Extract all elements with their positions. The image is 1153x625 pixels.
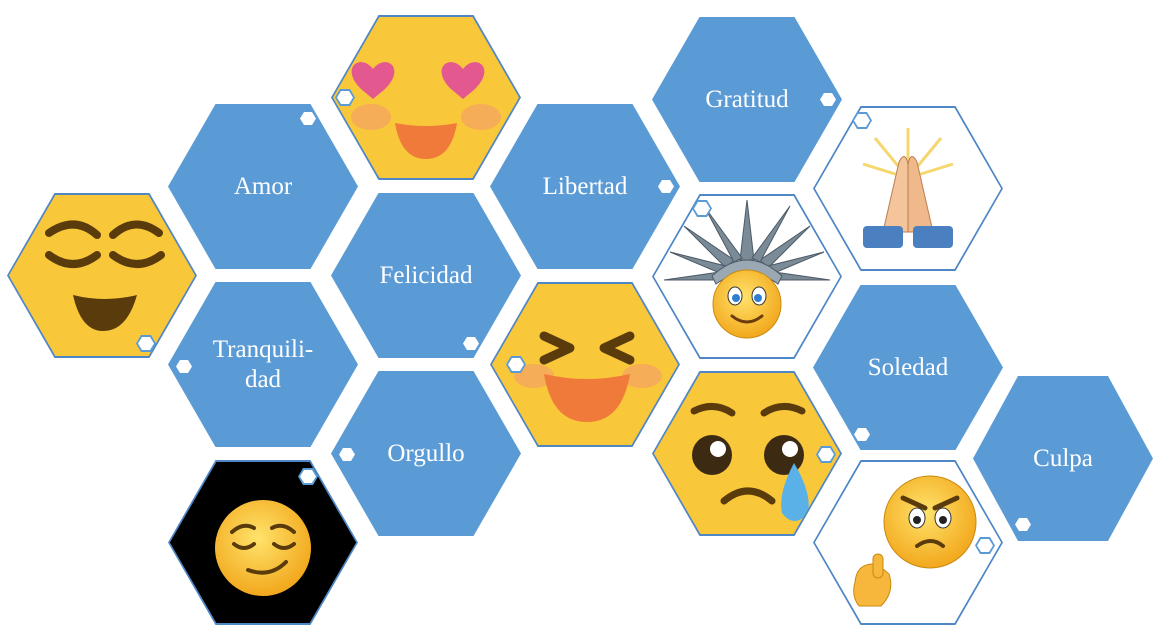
small-hexagon-icon [852,426,872,443]
crying-face-emoji-icon [654,373,840,534]
hex-orgullo: Orgullo [331,371,521,536]
hex-gratitud: Gratitud [652,17,842,182]
small-hexagon-icon [298,110,318,127]
smirking-face-emoji-icon [170,462,356,623]
praying-hands-emoji-icon [815,108,1001,269]
hex-tranquilidad: Tranquili- dad [168,282,358,447]
hex-label-amor: Amor [233,172,293,200]
small-hexagon-icon [852,112,872,129]
hex-image-gratitude [813,106,1003,271]
hex-image-sad [652,371,842,536]
hex-label-tranquilidad-line2: dad [244,365,282,393]
hex-libertad: Libertad [490,104,680,269]
small-hexagon-icon [692,200,712,217]
hex-image-love [331,15,521,180]
hex-image-liberty [652,194,842,359]
small-hexagon-icon [335,89,355,106]
small-hexagon-icon [174,358,194,375]
hex-label-soledad: Soledad [867,353,949,381]
hex-amor: Amor [168,104,358,269]
small-hexagon-icon [816,446,836,463]
hex-label-gratitud: Gratitud [705,85,789,113]
small-hexagon-icon [298,468,318,485]
small-hexagon-icon [818,91,838,108]
hex-label-tranquilidad-line1: Tranquili- [212,335,314,363]
hex-culpa: Culpa [973,376,1153,541]
small-hexagon-icon [337,446,357,463]
hex-label-culpa: Culpa [1033,444,1093,472]
small-hexagon-icon [506,356,526,373]
hex-label-orgullo: Orgullo [387,439,465,467]
small-hexagon-icon [461,335,481,352]
relieved-face-emoji-icon [9,195,195,356]
small-hexagon-icon [975,537,995,554]
statue-of-liberty-smiley-icon [654,196,840,357]
hex-label-libertad: Libertad [542,172,628,200]
small-hexagon-icon [1013,516,1033,533]
heart-eyes-emoji-icon [334,17,518,178]
pointing-angry-smiley-icon [815,462,1001,623]
hex-image-calm [7,193,197,358]
small-hexagon-icon [136,335,156,352]
hex-image-pride [168,460,358,625]
hex-felicidad: Felicidad [331,193,521,358]
hex-label-felicidad: Felicidad [379,261,473,289]
hex-image-guilt [813,460,1003,625]
hex-soledad: Soledad [813,285,1003,450]
small-hexagon-icon [656,178,676,195]
